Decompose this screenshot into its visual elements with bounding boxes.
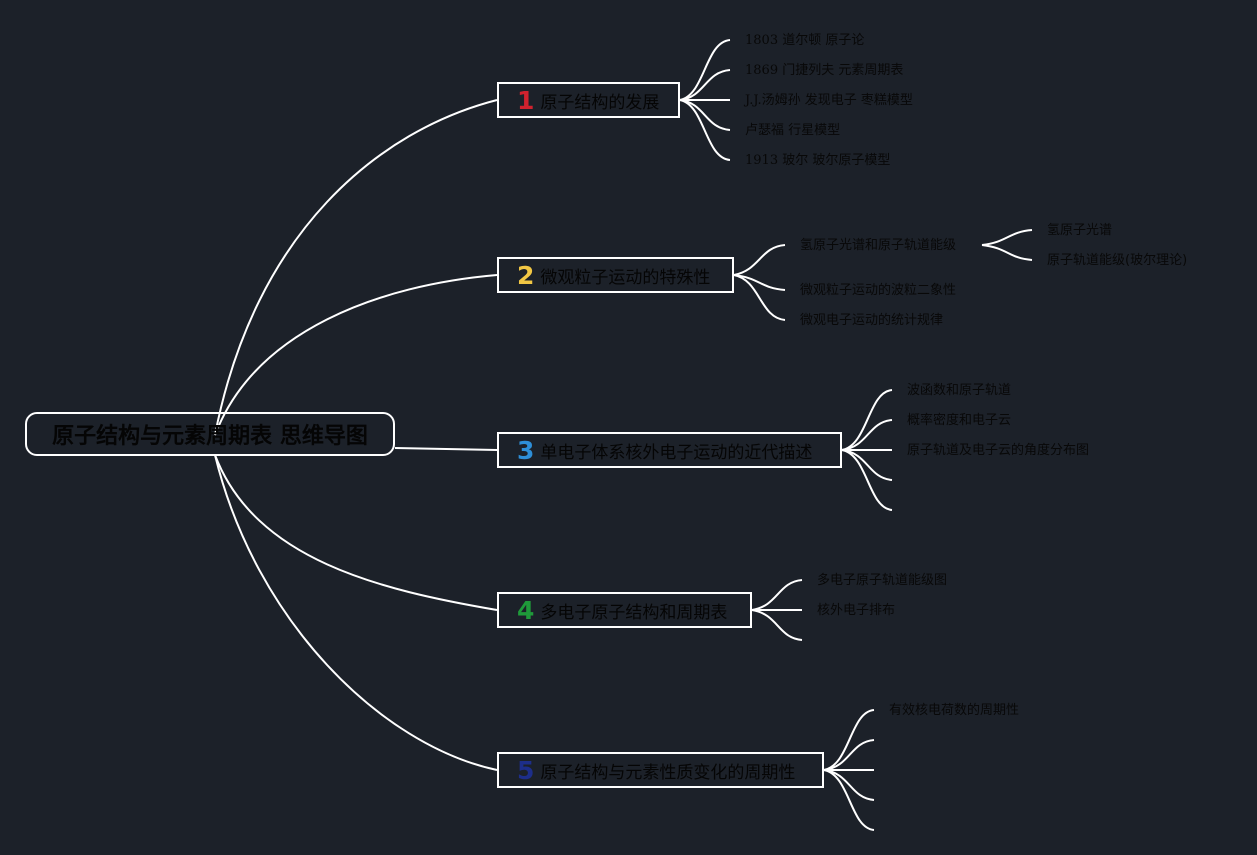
topic-2-subleaf[interactable]: 氢原子光谱 [1047,223,1113,238]
topic-4-node[interactable]: 4 多电子原子结构和周期表 [497,592,752,628]
topic-1-label: 原子结构的发展 [540,92,660,113]
topic-1-leaf[interactable]: 1913 玻尔 玻尔原子模型 [745,153,891,168]
topic-2-node[interactable]: 2 微观粒子运动的特殊性 [497,257,734,293]
topic-4-leaf[interactable]: 多电子原子轨道能级图 [817,573,948,588]
topic-5-number: 5 [517,755,535,785]
topic-5-label: 原子结构与元素性质变化的周期性 [540,762,796,783]
topic-1-leaf[interactable]: 1869 门捷列夫 元素周期表 [745,63,904,78]
topic-3-label: 单电子体系核外电子运动的近代描述 [540,442,813,463]
topic-3-leaf[interactable]: 波函数和原子轨道 [907,383,1012,398]
topic-5-node[interactable]: 5 原子结构与元素性质变化的周期性 [497,752,824,788]
topic-2-number: 2 [517,260,535,290]
topic-5-leaf[interactable]: 有效核电荷数的周期性 [889,703,1020,718]
root-node[interactable]: 原子结构与元素周期表 思维导图 [25,412,395,456]
topic-1-node[interactable]: 1 原子结构的发展 [497,82,680,118]
topic-1-leaf[interactable]: 1803 道尔顿 原子论 [745,33,865,48]
topic-2-subleaf[interactable]: 原子轨道能级(玻尔理论) [1047,253,1188,268]
topic-4-leaf[interactable]: 核外电子排布 [817,603,896,618]
topic-2-leaf[interactable]: 微观电子运动的统计规律 [800,313,944,328]
topic-3-leaf[interactable]: 概率密度和电子云 [907,413,1012,428]
topic-1-number: 1 [517,85,535,115]
topic-1-leaf[interactable]: J.J.汤姆孙 发现电子 枣糕模型 [745,93,913,108]
topic-4-number: 4 [517,595,535,625]
topic-3-leaf[interactable]: 原子轨道及电子云的角度分布图 [907,443,1090,458]
topic-4-label: 多电子原子结构和周期表 [540,602,728,623]
root-title: 原子结构与元素周期表 思维导图 [52,424,368,449]
topic-2-leaf[interactable]: 微观粒子运动的波粒二象性 [800,283,957,298]
topic-2-leaf[interactable]: 氢原子光谱和原子轨道能级 [800,238,957,253]
topic-3-node[interactable]: 3 单电子体系核外电子运动的近代描述 [497,432,842,468]
topic-2-label: 微观粒子运动的特殊性 [540,267,711,288]
topic-1-leaf[interactable]: 卢瑟福 行星模型 [745,123,841,138]
topic-3-number: 3 [517,435,535,465]
